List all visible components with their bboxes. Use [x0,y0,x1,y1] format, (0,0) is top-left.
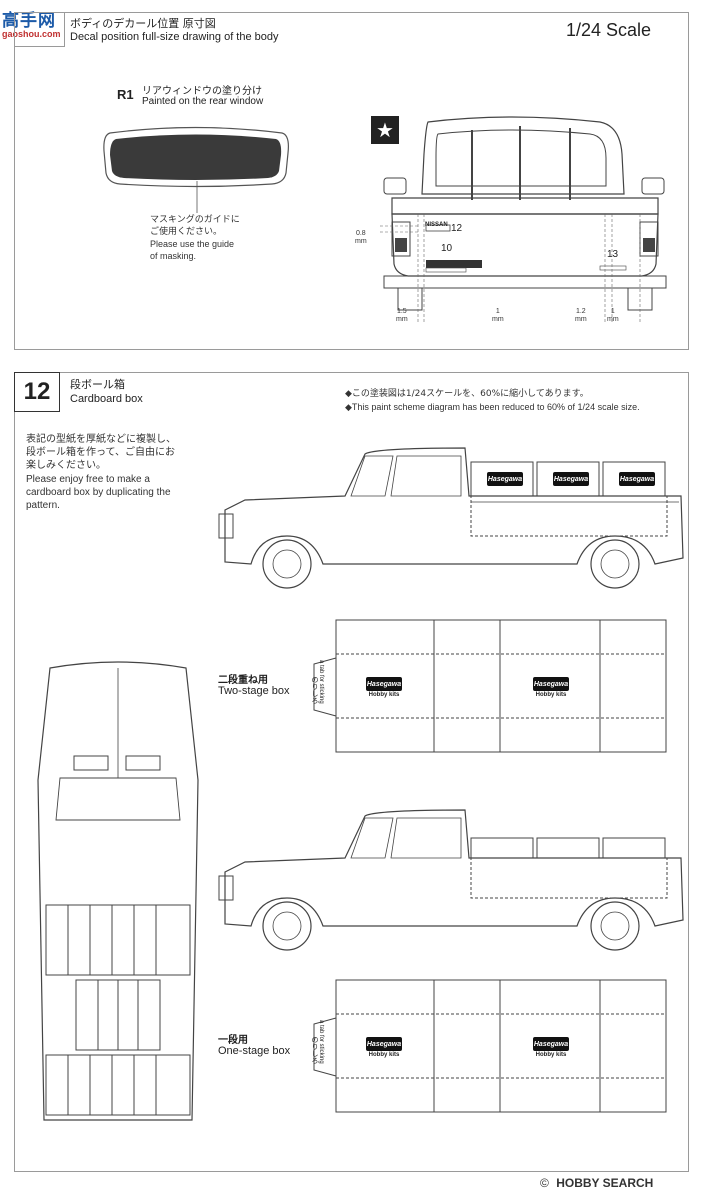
top-title-en: Decal position full-size drawing of the … [70,31,279,43]
step12-title-en: Cardboard box [70,393,143,405]
watermark-text-cn: 高手网 [2,11,56,31]
dim-unit: mm [575,316,587,323]
brand-name: Hasegawa [533,677,569,691]
brand-logo: Hasegawa Hobby kits [366,677,402,698]
dim-1-5: 1.5 mm [396,308,408,324]
brand-name: Hasegawa [533,1037,569,1051]
panel-tab-box [14,12,65,47]
dim-value: 1 [610,308,615,315]
dim-value: 1 [495,308,500,315]
r1-title-jp: リアウィンドウの塗り分け [142,86,262,97]
decal-number-12: 12 [451,223,463,234]
hobby-search-logo: HOBBY SEARCH [556,1176,654,1190]
star-marker: ★ [371,116,399,144]
masking-note-en-1: Please use the guide [150,239,235,249]
star-icon: ★ [376,119,394,142]
scale-label: 1/24 Scale [566,20,652,40]
decal-number-10: 10 [441,243,453,254]
glue-tab-label-jp: のりしろ [311,1036,319,1064]
truck-side-view-boxes-bottom [218,809,684,951]
desc-en-2: cardboard box by duplicating the [26,487,171,498]
step-number: 12 [14,372,60,412]
r1-label: R1 [117,87,134,102]
dim-1-left: 1 mm [492,308,504,324]
brand-name: Hasegawa [366,1037,402,1051]
step12-title-jp: 段ボール箱 [70,378,125,391]
scale-note-jp: ◆この塗装図は1/24スケールを、60%に縮小してあります。 [345,389,589,399]
one-stage-box-pattern [313,979,667,1113]
brand-name: Hasegawa [553,472,589,486]
decal-position-panel [14,12,689,350]
site-watermark: 高手网 gaoshou.com [2,6,61,39]
glue-tab-label-jp: のりしろ [311,676,319,704]
brand-sub: Hobby kits [368,692,400,698]
one-stage-title-jp: 一段用 [218,1035,248,1046]
watermark-url: gaoshou.com [2,29,61,39]
brand-logo: Hasegawa [487,472,523,486]
desc-en-3: pattern. [26,500,60,511]
glue-tab-label-en: a tab for sticking [318,660,324,704]
masking-note-jp-2: ご使用ください。 [150,227,223,237]
dim-0-8: 0.8 mm [355,230,367,246]
dim-value: 1.2 [575,308,586,315]
brand-sub: Hobby kits [535,1052,567,1058]
desc-en-1: Please enjoy free to make a [26,474,150,485]
dim-unit: mm [355,238,367,245]
brand-logo: Hasegawa [553,472,589,486]
dim-unit: mm [396,316,408,323]
dim-unit: mm [607,316,619,323]
dim-value: 0.8 [355,230,366,237]
two-stage-title-en: Two-stage box [218,685,290,697]
truck-side-view-boxes-top [218,447,684,589]
truck-top-view-drawing [37,661,199,1121]
decal-number-13: 13 [607,249,619,260]
top-title-jp: ボディのデカール位置 原寸図 [70,17,216,30]
two-stage-box-pattern [313,619,667,753]
brand-sub: Hobby kits [535,692,567,698]
dim-1-2: 1.2 mm [575,308,587,324]
rear-window-mask-drawing [103,126,289,213]
brand-logo: Hasegawa Hobby kits [533,1037,569,1058]
footer-brand: © HOBBY SEARCH [540,1176,653,1190]
badge-nissan: NISSAN [425,222,448,228]
glue-tab-label-en: a tab for sticking [318,1020,324,1064]
desc-jp-3: 楽しみください。 [26,460,106,471]
scale-note-en: ◆This paint scheme diagram has been redu… [345,402,640,412]
brand-sub: Hobby kits [368,1052,400,1058]
desc-jp-1: 表記の型紙を厚紙などに複製し、 [26,434,176,445]
masking-note-jp-1: マスキングのガイドに [150,215,240,225]
brand-name: Hasegawa [366,677,402,691]
brand-logo: Hasegawa Hobby kits [533,677,569,698]
brand-name: Hasegawa [487,472,523,486]
one-stage-title-en: One-stage box [218,1045,291,1057]
brand-logo: Hasegawa [619,472,655,486]
dim-unit: mm [492,316,504,323]
truck-rear-view-drawing [380,116,667,324]
two-stage-title-jp: 二段重ね用 [218,675,268,686]
brand-name: Hasegawa [619,472,655,486]
copyright-mark: © [540,1176,549,1190]
dim-1-right: 1 mm [607,308,619,324]
dim-value: 1.5 [396,308,407,315]
brand-logo: Hasegawa Hobby kits [366,1037,402,1058]
step12-panel [14,372,689,1172]
masking-note-en-2: of masking. [150,251,197,261]
r1-title-en: Painted on the rear window [142,96,264,107]
desc-jp-2: 段ボール箱を作って、ご自由にお [26,447,175,458]
